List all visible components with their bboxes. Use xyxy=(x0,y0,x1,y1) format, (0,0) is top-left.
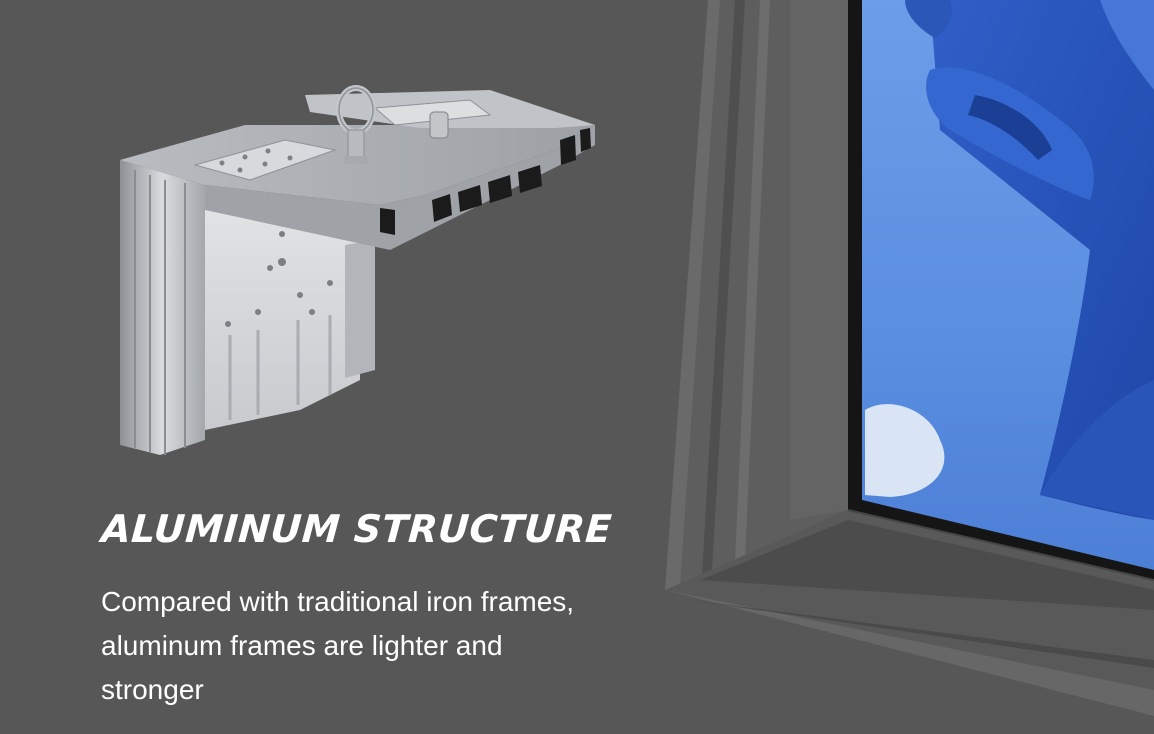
description-line: stronger xyxy=(101,674,204,705)
feature-title: ALUMINUM STRUCTURE xyxy=(100,507,614,551)
feature-description: Compared with traditional iron frames, a… xyxy=(101,580,671,712)
profile-back-plate xyxy=(205,205,360,430)
display-screen xyxy=(862,0,1154,570)
profile-vertical-extrusion xyxy=(120,160,205,455)
lifting-eye-bolt xyxy=(336,85,376,164)
profile-connector-plate xyxy=(193,139,337,181)
description-line: aluminum frames are lighter and xyxy=(101,630,503,661)
profile-cross-section xyxy=(205,125,595,250)
description-line: Compared with traditional iron frames, xyxy=(101,586,575,617)
display-frame-illustration xyxy=(665,0,1154,716)
profile-top-surface xyxy=(120,125,595,205)
aluminum-profile-illustration xyxy=(120,85,595,455)
